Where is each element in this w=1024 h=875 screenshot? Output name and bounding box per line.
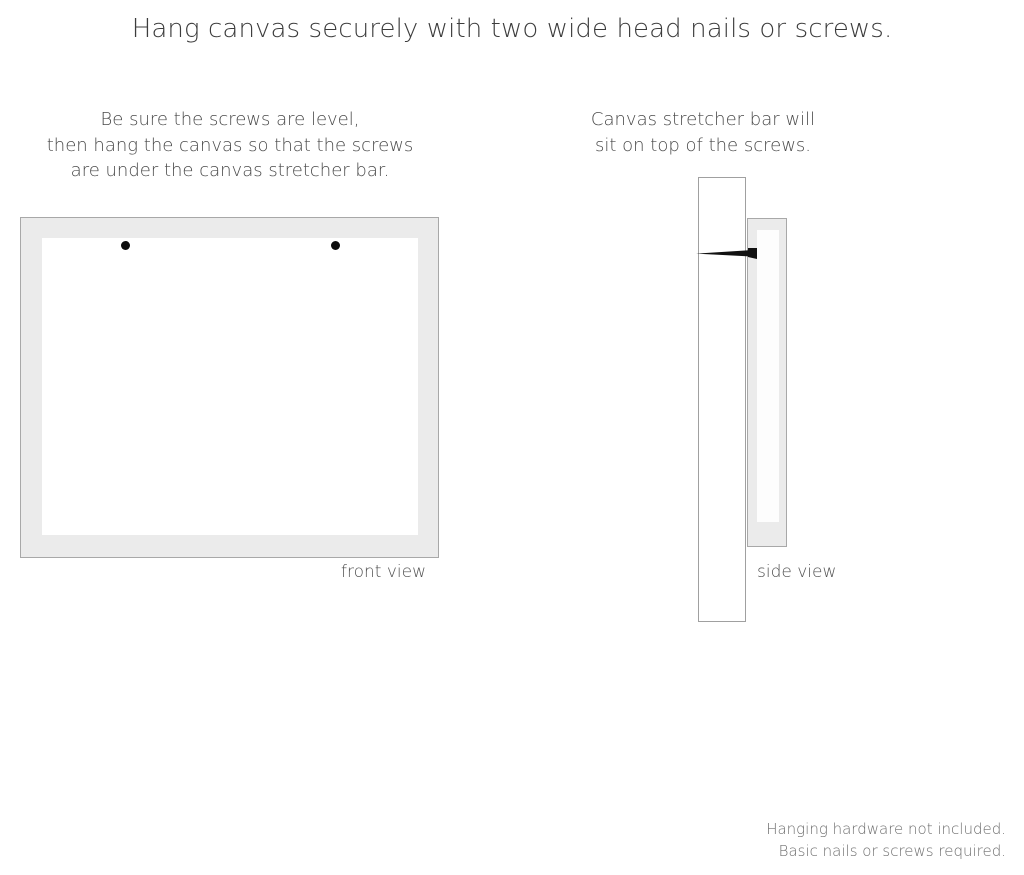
canvas-face-front xyxy=(42,238,418,535)
right-screw-icon xyxy=(331,241,340,250)
side-view-diagram xyxy=(690,170,820,630)
front-view-diagram xyxy=(20,217,439,558)
disclaimer-line-2: Basic nails or screws required. xyxy=(778,842,1006,860)
canvas-face-side xyxy=(757,230,779,522)
nail-icon xyxy=(696,248,757,259)
side-view-caption: Canvas stretcher bar will sit on top of … xyxy=(563,107,843,158)
front-view-label: front view xyxy=(341,562,426,582)
side-caption-line-2: sit on top of the screws. xyxy=(594,134,812,156)
hardware-disclaimer: Hanging hardware not included. Basic nai… xyxy=(766,818,1006,862)
disclaimer-line-1: Hanging hardware not included. xyxy=(766,820,1006,838)
front-caption-line-2: then hang the canvas so that the screws xyxy=(46,134,414,156)
left-screw-icon xyxy=(121,241,130,250)
front-caption-line-3: are under the canvas stretcher bar. xyxy=(70,160,390,181)
front-view-caption: Be sure the screws are level, then hang … xyxy=(10,107,450,184)
front-caption-line-1: Be sure the screws are level, xyxy=(100,109,360,130)
side-view-label: side view xyxy=(757,562,837,582)
page-title: Hang canvas securely with two wide head … xyxy=(131,14,893,44)
side-caption-line-1: Canvas stretcher bar will xyxy=(590,109,816,130)
